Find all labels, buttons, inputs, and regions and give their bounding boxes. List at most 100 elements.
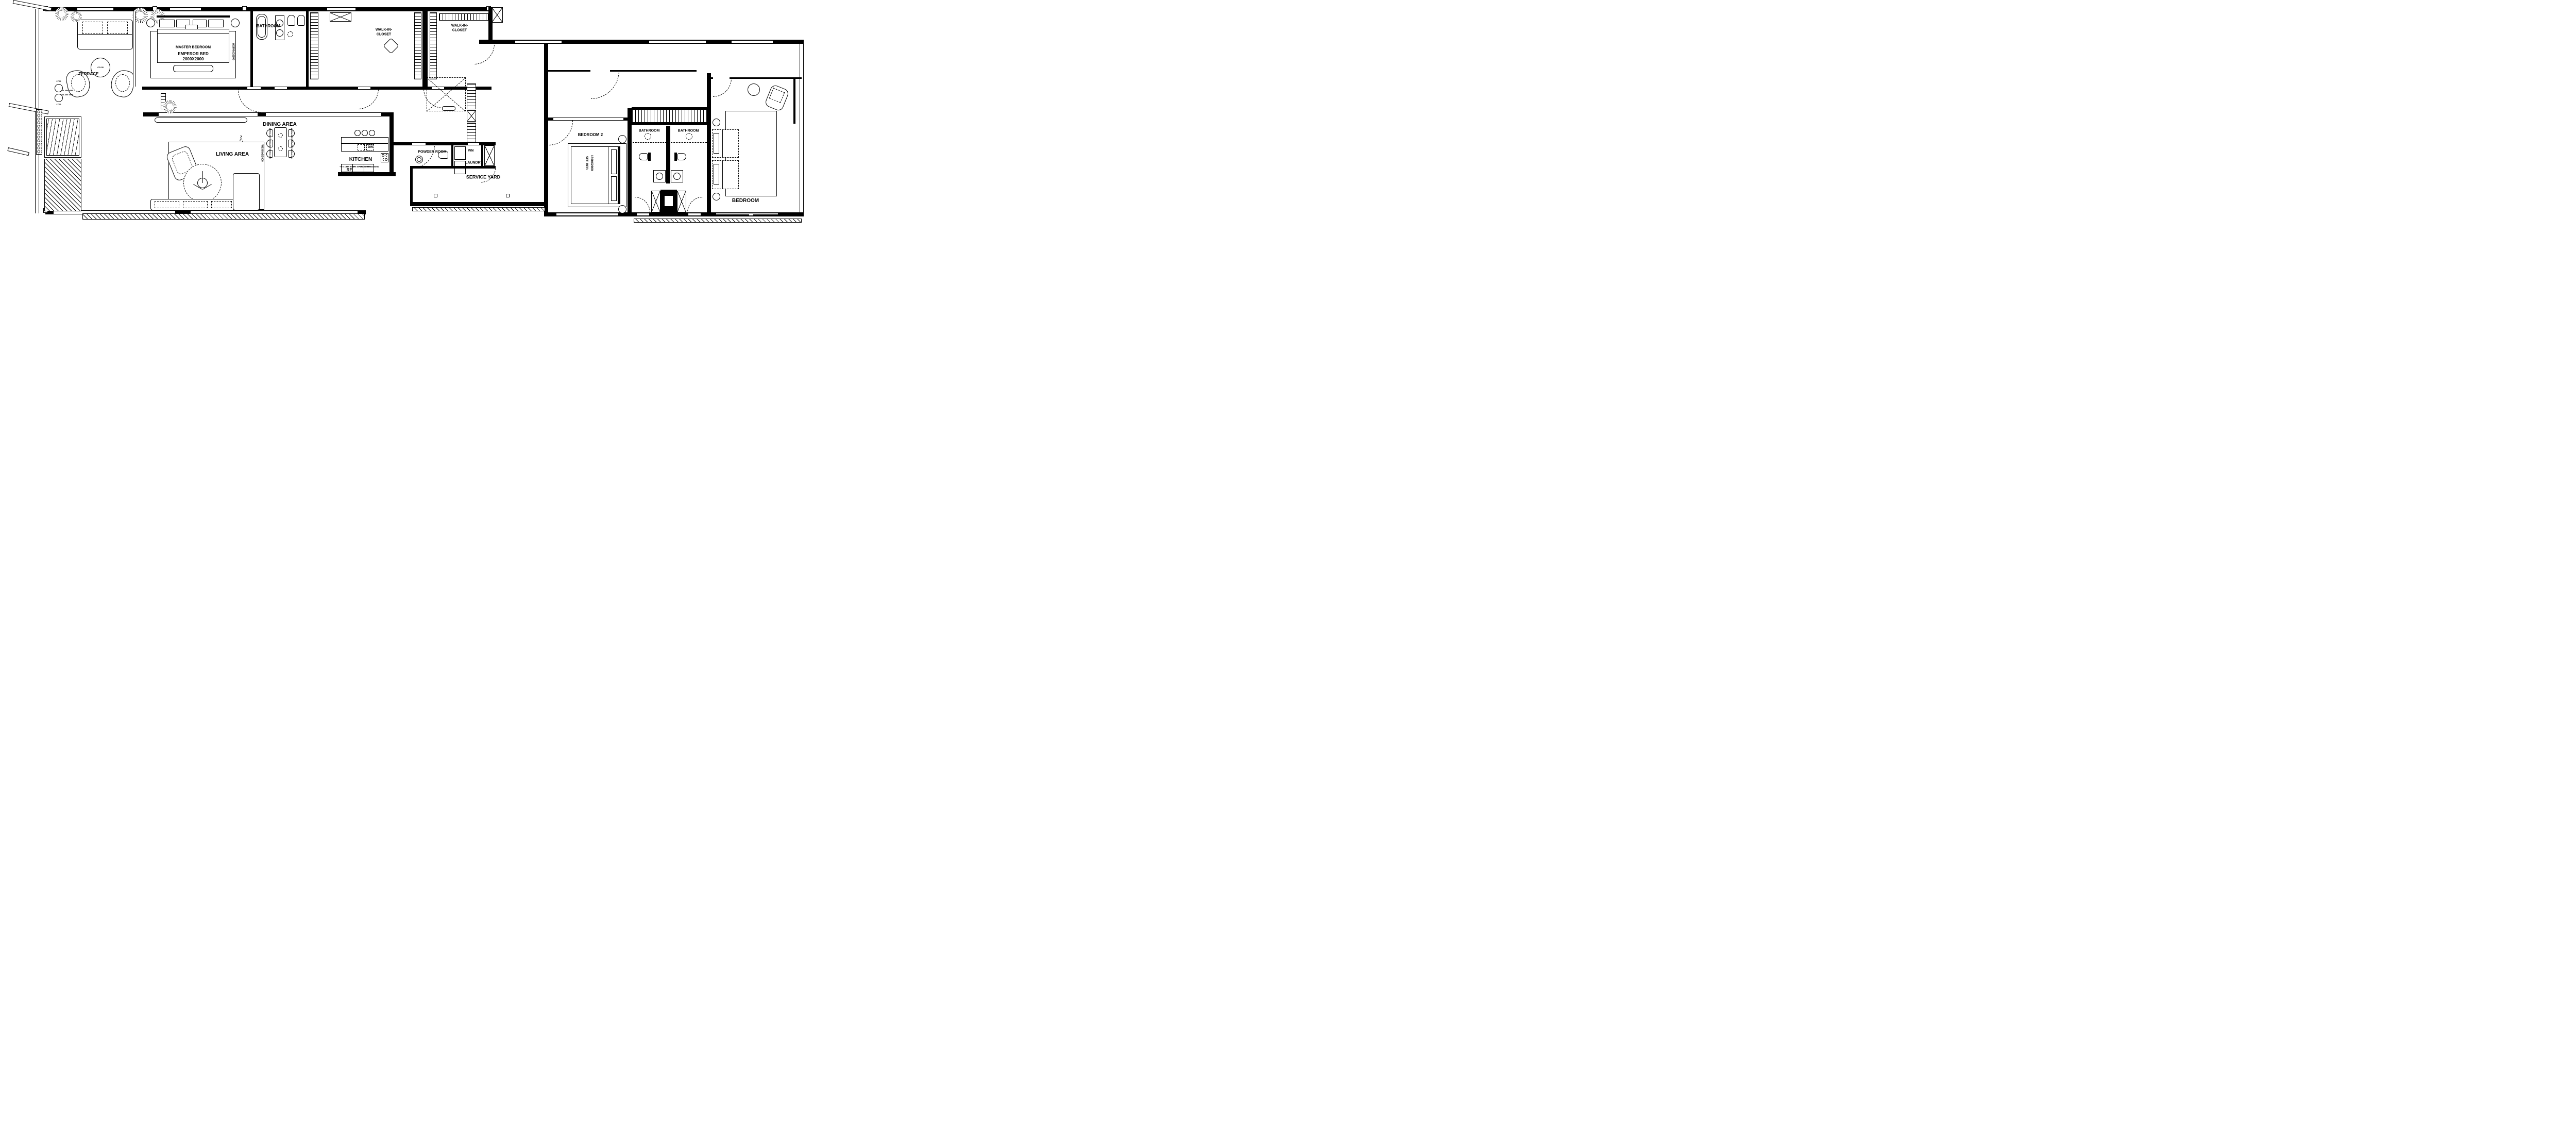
pool-water — [46, 119, 79, 156]
bed2-label-2: 1500X2000 — [590, 155, 593, 171]
foyer-closet-cabinet — [467, 110, 476, 122]
wic2-rack-top — [439, 13, 488, 21]
floor-plan: CG-05 LT02 DIA 450 x590 DIA 450 x590 LT0… — [0, 0, 810, 225]
wall-powder-wm — [451, 145, 453, 166]
foyer-closet-hangers — [467, 83, 476, 109]
laundry-label: LAUNDRY — [465, 161, 483, 165]
bedroom2-pillow-1 — [611, 149, 617, 174]
bedroom2-top-seg1 — [548, 118, 553, 121]
wall-bottom-seg-3 — [358, 210, 366, 214]
window-top-right-1 — [515, 40, 562, 43]
coffee-table-blade-1 — [202, 171, 203, 183]
kitchen-counter — [341, 143, 388, 152]
shower-drain-b — [686, 133, 692, 140]
chair-tag-l1: W600xL520 — [268, 128, 271, 138]
louver-fin-bottom — [7, 147, 29, 156]
terrace-table — [91, 58, 110, 77]
duct-shaft — [492, 7, 503, 23]
dining-setting-1 — [278, 133, 283, 138]
deck-strip-service — [412, 207, 545, 211]
terrace-sofa-seatline — [78, 34, 132, 35]
tree-1 — [55, 7, 69, 21]
master-bedroom-label: MASTER BEDROOM — [175, 45, 211, 49]
freezer-note: FREEZER W 65 CAL. — [359, 165, 379, 168]
stool-3 — [369, 130, 375, 136]
terrace-chair-2-cushion — [115, 74, 130, 92]
stool-2 — [362, 130, 368, 136]
dining-table — [274, 127, 287, 157]
wall-bedroom-top — [711, 77, 802, 79]
dishwasher-label: DW — [368, 146, 373, 149]
dining-chair-r1 — [288, 129, 295, 137]
shower-line-b — [671, 142, 707, 143]
master-bed-size: 2000X2000 — [182, 57, 204, 61]
door-arc-bedroom2 — [548, 121, 573, 145]
bedroom-label: BEDROOM — [732, 198, 759, 204]
twin-bed-2-pillow — [714, 164, 719, 185]
deck-strip-south — [82, 213, 365, 220]
chair-tag-r3: W600xL520 — [290, 148, 293, 159]
master-rug-size: W2800xD2200 — [231, 43, 235, 60]
living-label: LIVING AREA — [215, 152, 249, 157]
bath-vestibule-closet-b — [677, 191, 686, 212]
bedroom2-bed — [571, 146, 618, 204]
wic1-rack-left — [310, 12, 318, 79]
window-bottom-bath-a — [637, 213, 649, 216]
wall-wic1-wic2 — [422, 11, 428, 87]
bath-vestibule-shaft-inner — [664, 195, 673, 207]
burner-1 — [382, 154, 384, 157]
fridge-label: RF — [346, 168, 352, 172]
master-bench — [173, 65, 213, 72]
glass-terrace-master — [133, 11, 135, 87]
living-top-wall-seg3 — [381, 112, 391, 116]
wic2-label-1: WALK-IN- — [451, 24, 468, 28]
bathroom-left-label: BATHROOM — [638, 129, 660, 133]
wm-label: WM — [468, 149, 474, 153]
window-top-1 — [77, 8, 113, 11]
twin-bed-2-foldline — [722, 161, 723, 189]
bidet-master — [297, 15, 305, 26]
planter-tag-bottom: LT02 — [56, 103, 61, 106]
shower-line-a — [633, 142, 667, 143]
toilet-b-tank — [674, 153, 677, 161]
vanity-b-basin — [673, 173, 681, 180]
foyer-bench — [442, 106, 455, 111]
wall-bedroom2-bath — [628, 108, 632, 216]
shower-drain-a — [645, 133, 651, 140]
sofa-cushion-3 — [211, 201, 232, 208]
chair-tag-r1: W600xL520 — [290, 128, 293, 138]
bedroom2-label: BEDROOM 2 — [578, 132, 603, 137]
burner-2 — [385, 154, 387, 157]
washer-box-1 — [454, 146, 466, 160]
wall-bath-center — [666, 126, 670, 183]
terrace-chair-1-cushion — [71, 74, 86, 92]
door-gap-wic2 — [432, 87, 444, 89]
wall-service-left — [410, 166, 413, 205]
burner-3 — [382, 158, 384, 161]
powder-basin-inner — [417, 157, 421, 162]
shower-drain-master — [287, 31, 293, 37]
wall-top-left-wing — [45, 7, 492, 11]
bedroom2-top-seg2 — [623, 118, 629, 121]
door-gap-laundry — [468, 143, 479, 145]
door-gap-powder — [412, 143, 426, 145]
door-arc-master — [238, 90, 261, 112]
appliance-row — [341, 164, 374, 172]
window-top-right-3 — [732, 40, 773, 43]
terrace-sofa-cushion-1 — [82, 22, 103, 34]
twin-bed-1-foldline — [722, 130, 723, 157]
wall-powder-top — [394, 142, 496, 145]
wall-bottom-seg-2 — [175, 210, 191, 214]
wall-bottom-seg-1 — [45, 210, 54, 214]
door-gap-bedroom — [713, 77, 730, 79]
powder-label: POWDER ROOM — [418, 150, 447, 154]
master-nightstand-right — [231, 19, 240, 27]
chair-tag-r2: W600xL520 — [290, 138, 293, 148]
master-bed — [157, 29, 229, 63]
bathtub-inner — [258, 16, 266, 38]
dining-chair-l2 — [266, 140, 273, 147]
louver-fin-top — [12, 0, 52, 11]
louver-fin-mid — [8, 103, 49, 114]
door-gap-bath — [275, 87, 287, 89]
living-rug-size: W3300xD3000 — [260, 144, 264, 162]
